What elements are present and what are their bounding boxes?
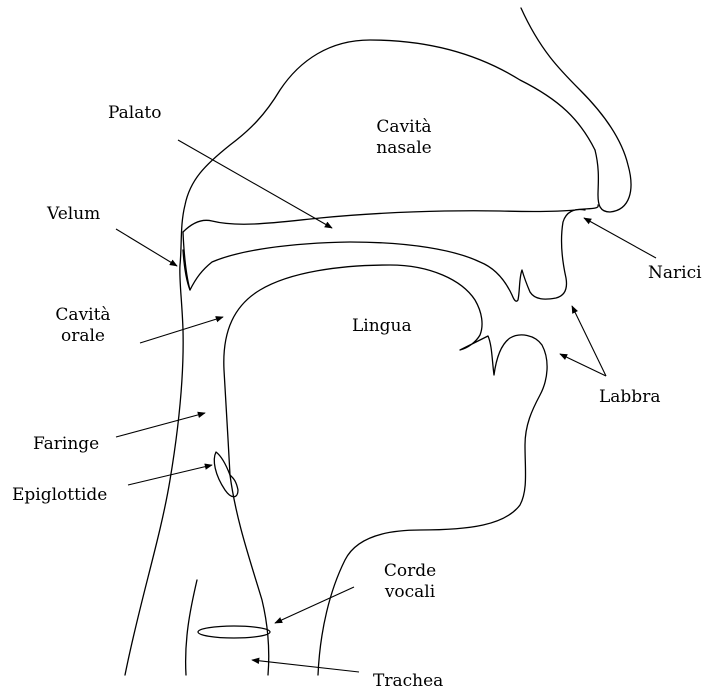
label-cavita-nasale-line2: nasale — [374, 138, 434, 159]
nasal-cavity-outline — [125, 40, 595, 675]
arrow-velum — [116, 229, 177, 266]
palate-lower — [183, 210, 585, 302]
arrow-cavita-orale — [140, 317, 223, 343]
label-epiglottide: Epiglottide — [12, 485, 107, 506]
label-cavita-orale: Cavità orale — [51, 305, 115, 347]
nose-outline — [521, 8, 631, 212]
label-velum: Velum — [47, 204, 100, 225]
label-corde-vocali-line2: vocali — [380, 582, 440, 603]
palate-upper — [183, 205, 598, 232]
epiglottis — [214, 452, 238, 497]
label-corde-vocali: Corde vocali — [380, 561, 440, 603]
arrow-palato — [178, 140, 332, 228]
label-cavita-orale-line2: orale — [51, 326, 115, 347]
trachea-rear — [186, 580, 197, 675]
label-palato: Palato — [108, 103, 161, 124]
arrow-corde-vocali — [275, 587, 354, 623]
label-cavita-nasale-line1: Cavità — [374, 117, 434, 138]
larynx-front — [230, 475, 269, 675]
label-cavita-nasale: Cavità nasale — [374, 117, 434, 159]
vocal-cords — [198, 626, 270, 638]
arrow-labbra-lower — [560, 354, 606, 376]
arrow-labbra-upper — [572, 306, 606, 376]
arrow-narici — [584, 218, 656, 258]
label-trachea: Trachea — [373, 671, 443, 692]
label-narici: Narici — [648, 263, 702, 284]
label-lingua: Lingua — [352, 316, 412, 337]
label-labbra: Labbra — [599, 387, 660, 408]
label-faringe: Faringe — [33, 434, 99, 455]
arrow-faringe — [116, 413, 205, 437]
label-corde-vocali-line1: Corde — [380, 561, 440, 582]
label-cavita-orale-line1: Cavità — [51, 305, 115, 326]
